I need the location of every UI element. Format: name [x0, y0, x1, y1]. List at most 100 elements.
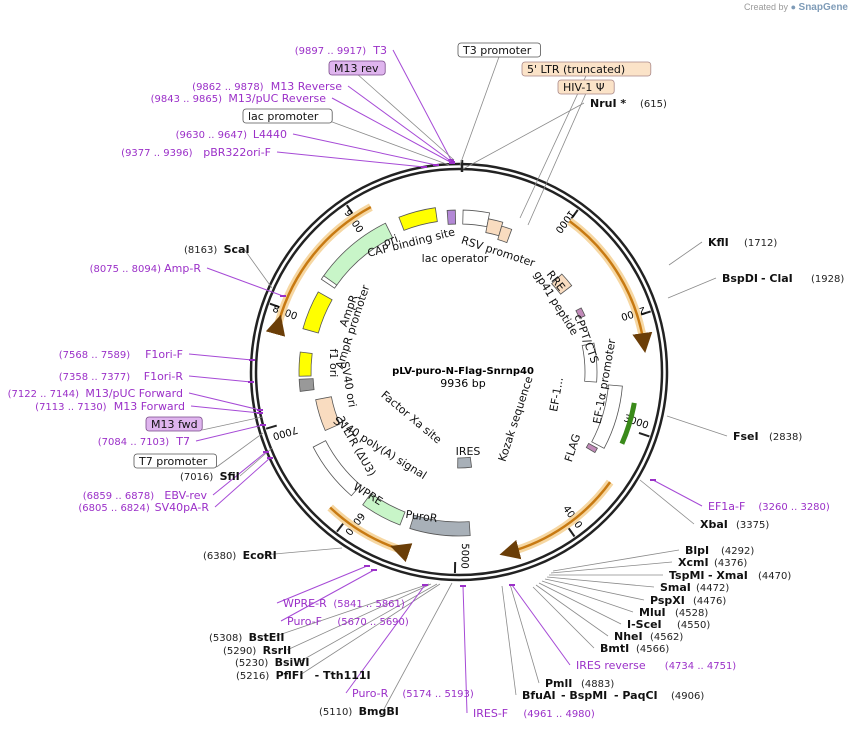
tick-4000 — [567, 526, 576, 538]
f1-ori-arrow — [302, 291, 333, 334]
enzyme-name3-paqci: - PaqCI — [614, 689, 658, 702]
feature-label-cppt-cts: cPPT/CTS — [571, 313, 601, 366]
primer-lead-l4440 — [292, 133, 437, 166]
primer-m13-reverse: M13 Reverse(9862 .. 9878) — [192, 80, 342, 93]
boxed-label-bg-m13-fwd — [145, 416, 203, 432]
orange-arc-5ltr-region — [568, 220, 653, 354]
feature-label-lac-operator: lac operator — [422, 252, 489, 265]
boxed-label-bg-t7-promoter — [133, 453, 217, 469]
rsv-promoter-arrow — [462, 209, 491, 228]
enzyme-pmli: PmlI(4883) — [545, 677, 614, 690]
enzyme-xcmi: XcmI(4376) — [678, 556, 747, 569]
wpre-arrow — [312, 440, 362, 497]
boxed-label-text-5-ltr-truncated: 5' LTR (truncated) — [527, 63, 625, 76]
enzyme-pos-nhei: (4562) — [650, 632, 683, 643]
primer-lead-m13-forward — [190, 405, 261, 414]
primer-lead-wpre-r — [276, 565, 368, 604]
enzyme-fsei: FseI (2838) — [733, 430, 802, 443]
lead-smai — [546, 576, 655, 588]
feature-label-factor-xa-site: Factor Xa site — [378, 388, 444, 446]
primer-name-amp-r: Amp-R — [164, 262, 201, 275]
tick-3000 — [638, 431, 650, 438]
primer-range-m13-puc-reverse: (9843 .. 9865) — [151, 94, 223, 105]
primer-range-puro-r: (5174 .. 5193) — [402, 689, 474, 700]
boxed-label-text-hiv-1: HIV-1 Ψ — [563, 81, 605, 94]
tick-2000 — [639, 310, 651, 316]
primer-l4440: L4440 (9630 .. 9647) — [176, 128, 287, 141]
credit: Created by ● SnapGene — [744, 2, 848, 13]
enzyme-name-sfii: SfiI — [220, 470, 240, 483]
boxed-label-bg-5-ltr-truncated — [521, 61, 652, 77]
primer-ebv-rev: EBV-rev(6859 .. 6878) — [83, 489, 208, 502]
tick-9000 — [346, 204, 354, 215]
enzyme-bsiwi: (5230)BsiWI — [235, 656, 310, 669]
enzyme-name2-clai: - ClaI — [761, 272, 793, 285]
leader-lines — [188, 49, 728, 714]
enzyme-name-rsrii: RsrII — [263, 644, 292, 657]
box-lead-m13-fwd — [202, 416, 263, 431]
boxed-label-m13-rev: M13 rev — [328, 60, 386, 76]
primer-ef1a-f: EF1a-F(3260 .. 3280) — [708, 500, 830, 513]
tick-6000 — [336, 522, 345, 533]
primer-name-m13-puc-reverse: M13/pUC Reverse — [228, 92, 326, 105]
primer-range-ef1a-f: (3260 .. 3280) — [758, 502, 830, 513]
primer-range-l4440: (9630 .. 9647) — [176, 130, 248, 141]
enzyme-pos-bsiwi: (5230) — [235, 658, 268, 669]
orange-arc-puro-region — [329, 506, 413, 563]
ires-inner-box — [457, 456, 473, 469]
primer-lead-t7 — [195, 424, 264, 442]
primer-name-ires-f: IRES-F — [473, 707, 508, 720]
primer-lead-m13-puc-reverse — [331, 97, 453, 164]
primer-range-t3: (9897 .. 9917) — [295, 46, 367, 57]
enzyme-pos-rsrii: (5290) — [223, 646, 256, 657]
enzyme-pos-fsei: (2838) — [769, 432, 802, 443]
feature-label-puror: PuroR — [405, 508, 439, 525]
backbone-inner-ring — [254, 167, 664, 577]
primer-lead-pbr322ori-f — [276, 151, 425, 168]
enzyme-smai: SmaI(4472) — [660, 581, 729, 594]
backbone-outer-ring — [249, 162, 669, 582]
enzyme-bspdi: BspDI- ClaI(1928) — [722, 272, 844, 285]
enzyme-pos-bspdi: (1928) — [811, 274, 844, 285]
enzyme-name2-bspmi: - BspMI — [561, 689, 607, 702]
enzyme-pos-scai: (8163) — [184, 245, 217, 256]
enzyme-xbai: XbaI(3375) — [700, 518, 769, 531]
enzyme-name2-tth111i: - Tth111I — [315, 669, 371, 682]
primer-lead-ires-f — [462, 585, 468, 714]
primer-name-f1ori-f: F1ori-F — [145, 348, 183, 361]
lead-blpi — [552, 549, 680, 572]
factor-xa-box — [298, 378, 315, 392]
primer-range-m13-reverse: (9862 .. 9878) — [192, 82, 264, 93]
box-lead-t7-promoter — [216, 432, 264, 468]
tick-1000 — [570, 209, 579, 220]
enzyme-name-blpi: BlpI — [685, 544, 709, 557]
plasmid-name: pLV-puro-N-Flag-Snrnp40 — [392, 366, 534, 377]
lac-operator-box — [446, 209, 457, 225]
enzyme-pos-bmti: (4566) — [636, 644, 669, 655]
enzyme-pos-smai: (4472) — [696, 583, 729, 594]
lead-bspdi — [667, 277, 717, 299]
primer-f1ori-r: F1ori-R(7358 .. 7377) — [59, 370, 184, 383]
primer-range-puro-f: (5670 .. 5690) — [337, 617, 409, 628]
enzyme-kfli: KflI(1712) — [708, 236, 777, 249]
lead-xbai — [639, 479, 695, 525]
enzyme-bfuai: BfuAI- BspMI- PaqCI(4906) — [522, 689, 704, 702]
enzyme-pos-bsteii: (5308) — [209, 633, 242, 644]
enzyme-name-bsteii: BstEII — [249, 631, 285, 644]
enzyme-name-pmli: PmlI — [545, 677, 572, 690]
primer-name-l4440: L4440 — [253, 128, 287, 141]
primer-lead-t3 — [392, 49, 452, 161]
enzyme-pos-xbai: (3375) — [736, 520, 769, 531]
primer-lead-m13-puc-forward — [188, 392, 261, 411]
tick-label-5000: 5000 — [458, 543, 470, 569]
box-lead-hiv-1 — [527, 92, 587, 226]
primer-lead-amp-r — [206, 267, 284, 297]
orange-arc-ef1a-region-halo — [505, 479, 614, 557]
primer-m13-forward: M13 Forward(7113 .. 7130) — [35, 400, 185, 413]
boxed-label-bg-t3-promoter — [457, 42, 541, 58]
enzyme-name-fsei: FseI — [733, 430, 759, 443]
green-arc-ef1a — [619, 402, 637, 445]
ampr-arrow — [322, 222, 394, 287]
